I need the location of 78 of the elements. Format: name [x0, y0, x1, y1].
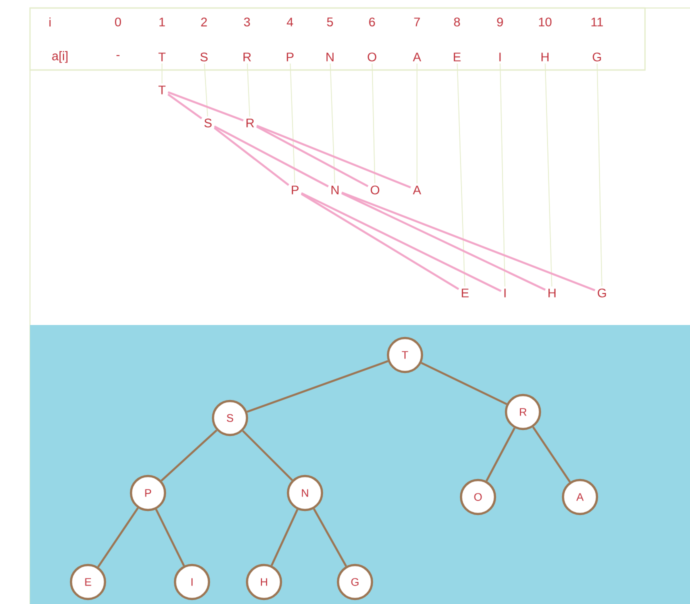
edge-line: [167, 94, 202, 120]
table-cell: 0: [115, 18, 121, 26]
table-cell: A: [412, 52, 422, 62]
table-cell: N: [326, 52, 334, 62]
table-cell: 10: [539, 18, 552, 26]
edge-line: [486, 428, 516, 482]
table-cell: G: [592, 52, 601, 62]
table-cell: 6: [369, 18, 375, 26]
letter: H: [548, 288, 556, 298]
edge-line: [420, 362, 508, 406]
tree-node: N: [286, 474, 324, 512]
tree-node: E: [70, 564, 106, 600]
table-cell: 7: [414, 18, 420, 26]
tree-node: A: [562, 478, 598, 516]
edge-line: [242, 430, 293, 481]
guide-line: [416, 63, 418, 184]
edge-line: [300, 192, 460, 290]
table-cell: T: [158, 52, 166, 62]
table-cell: R: [244, 52, 251, 62]
table-cell: E: [454, 52, 461, 62]
guide-line: [456, 63, 466, 287]
tree-node: I: [174, 564, 210, 600]
table-cell: 11: [591, 18, 603, 26]
tree-node: P: [130, 474, 166, 512]
table-cell: I: [499, 52, 501, 62]
edge-line: [214, 127, 290, 186]
row-header: i: [49, 17, 51, 27]
letter: A: [412, 186, 422, 194]
guide-line: [246, 63, 250, 117]
edge-line: [160, 429, 218, 482]
guide-line: [204, 63, 208, 117]
edge-line: [270, 509, 298, 566]
edge-line: [246, 360, 388, 413]
guide-line: [290, 63, 296, 184]
row-header: a[i]: [52, 51, 68, 63]
tree-node: S: [212, 400, 248, 436]
edge-line: [155, 508, 185, 566]
guide-line: [596, 63, 602, 287]
table-cell: 5: [327, 18, 333, 26]
guide-line: [372, 63, 376, 184]
letter: S: [204, 118, 212, 128]
tree-node: O: [460, 478, 496, 516]
tree-node: T: [386, 336, 424, 374]
table-cell: 2: [201, 18, 207, 26]
tree-node: H: [246, 564, 282, 600]
edge-line: [341, 192, 596, 292]
edge-line: [256, 124, 411, 188]
edge-line: [313, 508, 348, 567]
edge-line: [341, 192, 546, 291]
letter: G: [598, 288, 606, 298]
edge-line: [214, 125, 329, 188]
letter: O: [370, 186, 380, 194]
tree-node: R: [504, 394, 542, 430]
table-cell: 3: [244, 18, 250, 26]
table-cell: H: [542, 52, 548, 62]
table-cell: P: [286, 52, 294, 62]
edge-line: [300, 192, 502, 292]
letter: P: [292, 186, 299, 194]
table-cell: 8: [454, 18, 460, 26]
guide-line: [544, 63, 552, 287]
table-cell: -: [116, 55, 120, 56]
tree-node: G: [336, 564, 374, 600]
guide-line: [500, 63, 506, 287]
edge-line: [256, 126, 368, 188]
table-cell: 4: [286, 18, 294, 26]
table-cell: S: [200, 52, 208, 62]
guide-line: [330, 63, 336, 184]
table-cell: 9: [497, 18, 503, 26]
letter: T: [158, 86, 166, 94]
letter: I: [504, 288, 506, 298]
letter: R: [246, 118, 254, 128]
letter: N: [332, 186, 338, 194]
letter: E: [462, 288, 469, 298]
edge-line: [97, 507, 139, 568]
table-cell: O: [368, 52, 376, 62]
table-cell: 1: [160, 18, 165, 26]
edge-line: [168, 91, 244, 122]
edge-line: [532, 426, 571, 482]
